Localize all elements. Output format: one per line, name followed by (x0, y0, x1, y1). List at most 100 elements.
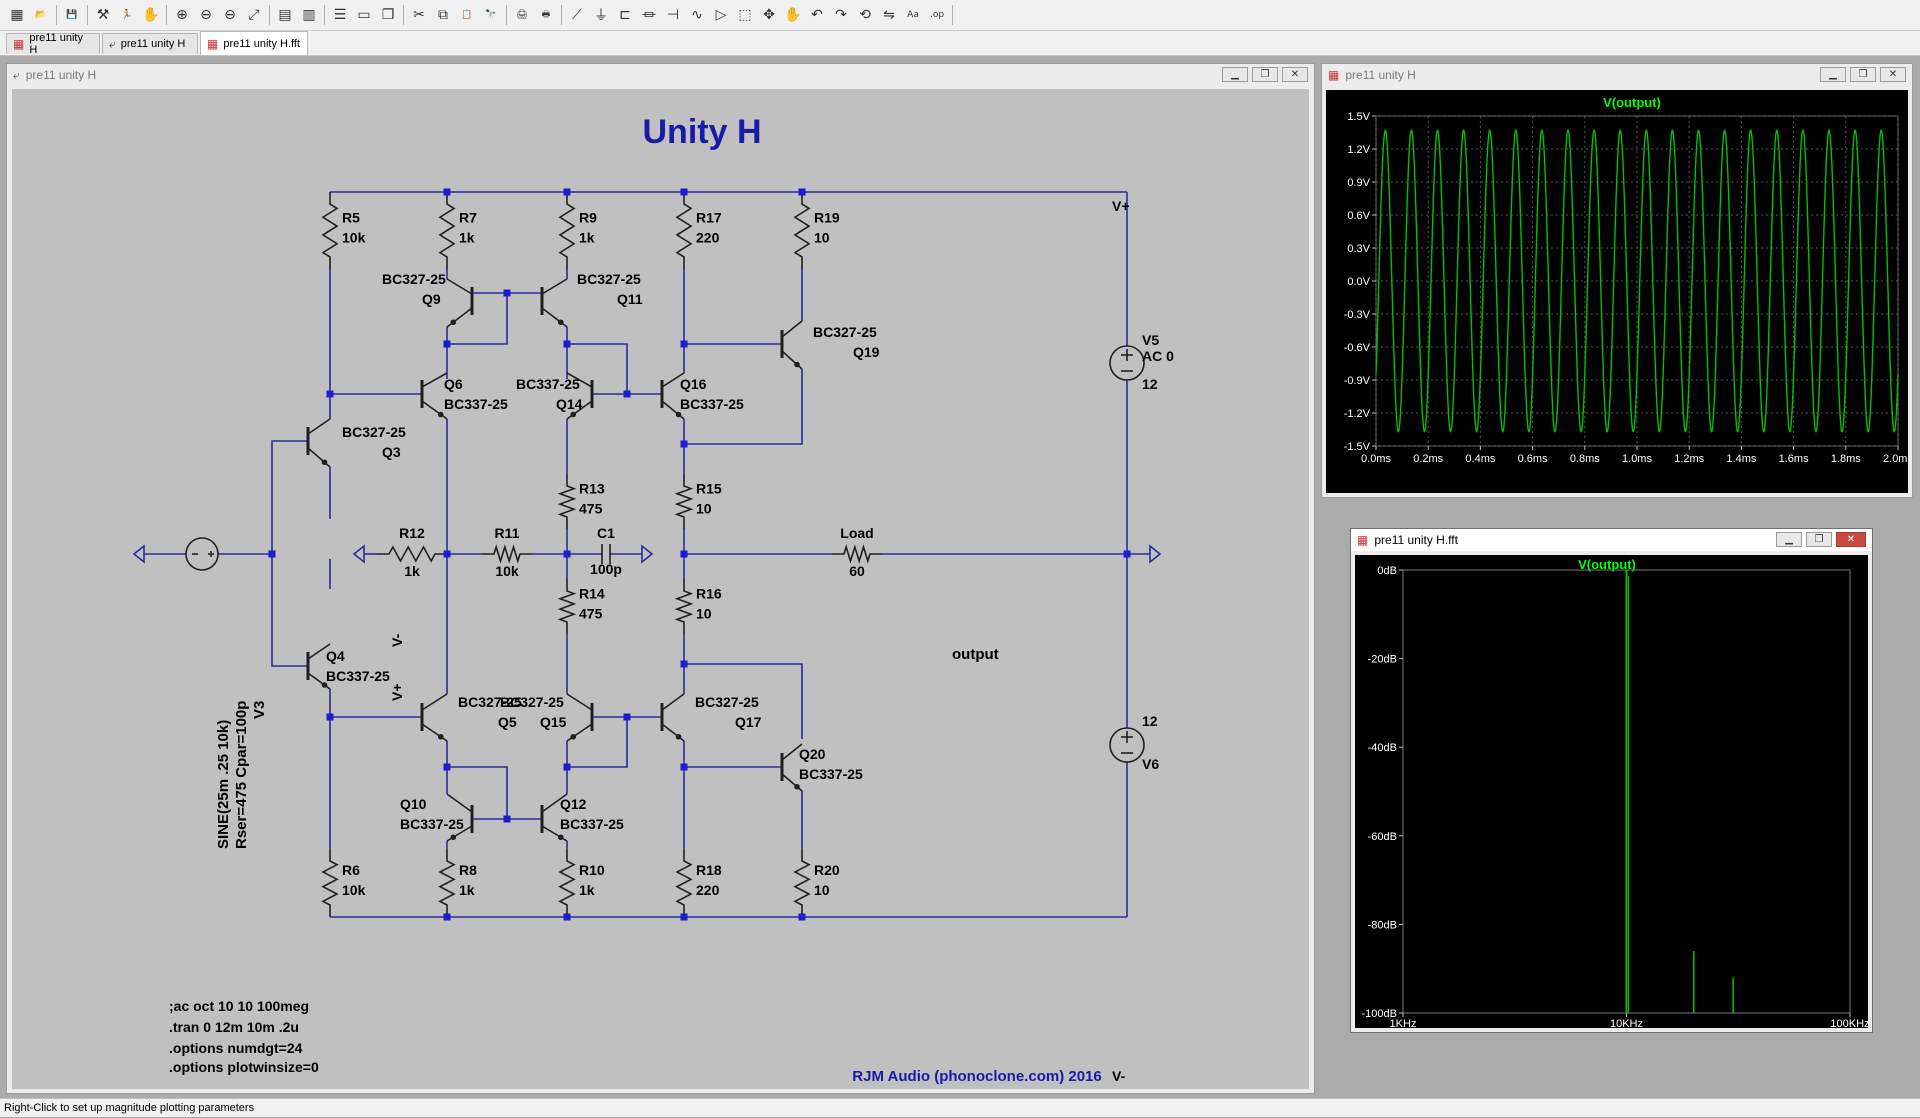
resistor-r18[interactable] (675, 849, 693, 917)
diode-icon[interactable]: ▷ (715, 7, 727, 23)
undo-icon[interactable]: ↶ (811, 7, 823, 23)
capacitor-c1[interactable] (601, 544, 611, 564)
voltage-source-v5[interactable] (1109, 345, 1145, 381)
tile-horizontal-icon[interactable]: ☰ (333, 7, 347, 23)
transistor-q11[interactable] (540, 278, 568, 328)
spice-directive[interactable]: ;ac oct 10 10 100meg (169, 998, 309, 1014)
copy-icon[interactable]: ⧉ (438, 7, 448, 23)
spice-directive-icon[interactable]: .op (929, 10, 945, 20)
tab-fft[interactable]: ▦ pre11 unity H.fft (200, 31, 308, 55)
minimize-button[interactable]: ▁ (1776, 532, 1802, 547)
print-setup-icon[interactable]: 🖶 (541, 10, 551, 20)
tile-vertical-icon[interactable]: ▭ (357, 7, 371, 23)
voltage-source-v6[interactable] (1109, 727, 1145, 763)
resistor-r7[interactable] (438, 192, 456, 269)
x-tick-label: 0.8ms (1570, 453, 1600, 465)
transistor-q10[interactable] (446, 793, 474, 842)
rotate-icon[interactable]: ⟲ (859, 7, 871, 23)
cut-icon[interactable]: ✂ (413, 7, 425, 23)
transistor-q17[interactable] (660, 693, 685, 742)
resistor-r8[interactable] (438, 849, 456, 917)
run-icon[interactable]: 🏃 (121, 10, 133, 20)
transistor-q4[interactable] (306, 643, 331, 690)
control-panel-icon[interactable]: ⚒ (96, 7, 110, 23)
save-icon[interactable]: 💾 (66, 10, 78, 20)
zoom-out-icon[interactable]: ⊖ (224, 7, 236, 23)
close-button[interactable]: ✕ (1836, 532, 1866, 547)
capacitor-icon[interactable]: ⊣ (666, 7, 680, 23)
resistor-r12[interactable] (377, 545, 447, 563)
resistor-r14[interactable] (557, 579, 577, 634)
resistor-r10[interactable] (558, 849, 576, 917)
component-icon[interactable]: ⬚ (738, 7, 752, 23)
maximize-button[interactable]: ❐ (1252, 67, 1278, 82)
fft-plot-canvas[interactable]: V(output) 0dB-20dB-40dB-60dB-80dB-100dB1… (1355, 555, 1868, 1028)
ground-icon[interactable]: ⏚ (594, 8, 608, 24)
trace-label[interactable]: V(output) (1603, 95, 1661, 110)
paste-icon[interactable]: 📋 (461, 10, 473, 20)
print-icon[interactable]: 🖨 (516, 10, 528, 20)
minimize-button[interactable]: ▁ (1222, 67, 1248, 82)
resistor-icon[interactable]: ⏛ (642, 8, 656, 24)
tab-plot[interactable]: ▦ pre11 unity H (6, 32, 100, 56)
resistor-ref: R8 (459, 862, 477, 878)
transistor-q15[interactable] (566, 693, 594, 742)
resistor-r5[interactable] (321, 192, 339, 269)
text-icon[interactable]: Aa (907, 10, 919, 20)
tab-schematic[interactable]: ⤶ pre11 unity H (102, 33, 198, 54)
resistor-load[interactable] (832, 544, 882, 564)
resistor-ref: Load (840, 525, 873, 541)
resistor-r15[interactable] (674, 474, 694, 529)
spice-directive[interactable]: .tran 0 12m 10m .2u (169, 1019, 299, 1035)
zoom-pan-icon[interactable]: ⊖ (200, 7, 212, 23)
open-icon[interactable]: 📂 (35, 10, 47, 20)
spice-directive[interactable]: .options numdgt=24 (169, 1040, 303, 1056)
document-tab-bar: ▦ pre11 unity H ⤶ pre11 unity H ▦ pre11 … (0, 31, 1920, 56)
zoom-in-icon[interactable]: ⊕ (176, 7, 188, 23)
resistor-r13[interactable] (557, 474, 577, 529)
transistor-q16[interactable] (660, 372, 685, 420)
cascade-icon[interactable]: ❐ (381, 7, 395, 23)
autorange-icon[interactable]: ▤ (278, 7, 292, 23)
plot-settings-icon[interactable]: ▥ (302, 7, 316, 23)
transistor-q19[interactable] (780, 320, 803, 370)
redo-icon[interactable]: ↷ (835, 7, 847, 23)
resistor-r6[interactable] (321, 849, 339, 917)
transistor-q9[interactable] (446, 278, 474, 328)
resistor-r20[interactable] (793, 849, 811, 917)
transistor-q3[interactable] (306, 418, 331, 468)
close-button[interactable]: ✕ (1282, 67, 1308, 82)
halt-icon[interactable]: ✋ (142, 7, 160, 23)
spice-directive[interactable]: .options plotwinsize=0 (169, 1059, 319, 1075)
maximize-button[interactable]: ❐ (1806, 532, 1832, 547)
transistor-q5[interactable] (420, 693, 448, 742)
move-icon[interactable]: ✥ (763, 7, 775, 23)
resistor-r11[interactable] (482, 544, 532, 564)
resistor-ref: R5 (342, 210, 360, 226)
mirror-icon[interactable]: ⇋ (883, 7, 895, 23)
resistor-r16[interactable] (674, 579, 694, 634)
maximize-button[interactable]: ❐ (1850, 67, 1876, 82)
zoom-fit-icon[interactable]: ⤢ (248, 7, 260, 23)
trace-label[interactable]: V(output) (1578, 557, 1636, 572)
drag-icon[interactable]: ✋ (784, 7, 802, 23)
find-icon[interactable]: 🔭 (485, 10, 497, 20)
transistor-q12[interactable] (540, 793, 568, 842)
transistor-q20[interactable] (780, 743, 803, 792)
new-schematic-icon[interactable]: ▦ (10, 7, 24, 23)
net-label-output: output (952, 646, 999, 663)
minimize-button[interactable]: ▁ (1820, 67, 1846, 82)
resistor-r9[interactable] (558, 192, 576, 269)
window-title: pre11 unity H (1345, 68, 1416, 82)
signal-source-v3[interactable] (185, 537, 219, 571)
transistor-q14[interactable] (566, 372, 594, 420)
transistor-q6[interactable] (420, 372, 448, 420)
draw-wire-icon[interactable]: ⟋ (572, 7, 582, 23)
resistor-r19[interactable] (793, 192, 811, 269)
transient-plot-canvas[interactable]: V(output) 1.5V1.2V0.9V0.6V0.3V0.0V-0.3V-… (1326, 90, 1908, 493)
resistor-r17[interactable] (675, 192, 693, 269)
close-button[interactable]: ✕ (1880, 67, 1906, 82)
inductor-icon[interactable]: ∿ (691, 7, 703, 23)
label-net-icon[interactable]: ⊏ (619, 7, 631, 23)
